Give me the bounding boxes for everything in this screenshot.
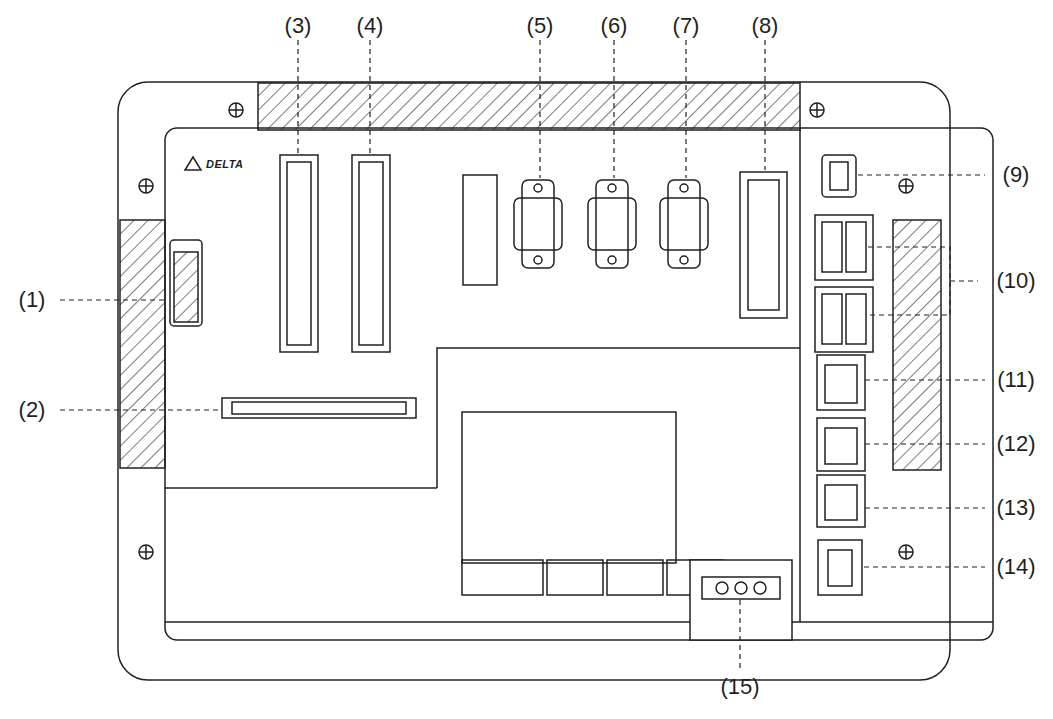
callout-number: (8) [752,15,779,37]
callout-number: (11) [997,369,1035,391]
callout-number: (12) [996,433,1035,455]
callout-number: (2) [19,399,46,421]
callout-number: (14) [996,556,1035,578]
callout-number: (7) [673,15,700,37]
callout-number: (4) [357,15,384,37]
callout-number: (15) [720,676,759,698]
callout-number: (10) [996,270,1035,292]
callout-number: (6) [601,15,628,37]
callout-number: (1) [19,289,46,311]
brand-logo: DELTA [206,159,244,170]
callout-number: (5) [527,15,554,37]
callout-number: (13) [996,497,1035,519]
callout-number: (3) [285,15,312,37]
callout-number: (9) [1003,164,1030,186]
